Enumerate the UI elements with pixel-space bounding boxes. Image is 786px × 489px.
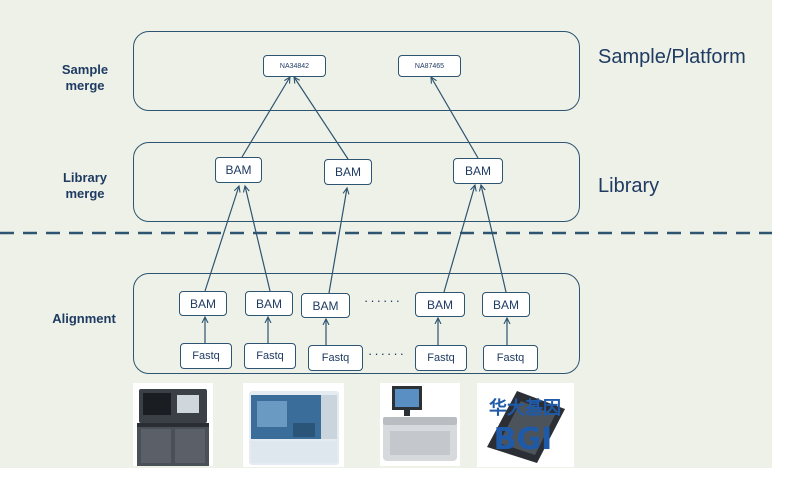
aligned-bam-node: BAM — [245, 291, 293, 316]
arrow-lib3-sample2 — [431, 77, 479, 159]
sample-merge-label: Sample merge — [61, 62, 109, 93]
library-bam-node: BAM — [453, 158, 503, 184]
arrow-bam1-lib1 — [204, 186, 239, 292]
library-merge-group — [133, 142, 580, 222]
svg-text:华大基因: 华大基因 — [489, 397, 561, 419]
arrow-lib2-sample1 — [294, 77, 349, 160]
aligned-bam-node: BAM — [482, 292, 530, 317]
sample-node-na87465: NA87465 — [398, 55, 461, 77]
arrow-lib1-sample1 — [241, 77, 290, 158]
fastq-node: Fastq — [180, 343, 232, 369]
library-merge-label: Library merge — [62, 170, 108, 201]
svg-text:BGI: BGI — [494, 422, 553, 457]
library-bam-node: BAM — [324, 159, 372, 185]
alignment-group — [133, 273, 580, 374]
fastq-node: Fastq — [415, 345, 467, 371]
arrow-bam2-lib1 — [245, 186, 271, 292]
aligned-bam-node: BAM — [179, 291, 227, 316]
fastq-node: Fastq — [483, 345, 538, 371]
arrow-bam3-lib2 — [328, 188, 347, 294]
fastq-node: Fastq — [244, 343, 296, 369]
arrow-bam5-lib3 — [481, 185, 507, 293]
library-label: Library — [598, 175, 660, 197]
aligned-bam-node: BAM — [301, 293, 350, 318]
sample-platform-label: Sample/Platform — [598, 46, 746, 68]
alignment-label: Alignment — [52, 311, 116, 326]
sample-node-na34842: NA34842 — [263, 55, 326, 77]
bam-ellipsis: ······ — [364, 293, 402, 308]
bgi-logo-image: 华大基因 BGI — [477, 383, 574, 467]
library-bam-node: BAM — [215, 157, 262, 183]
fastq-node: Fastq — [308, 345, 363, 371]
sample-merge-group — [133, 31, 580, 111]
fastq-ellipsis: ······ — [368, 346, 406, 361]
sequencer-image-2 — [243, 383, 344, 467]
aligned-bam-node: BAM — [415, 292, 465, 317]
sequencer-image-1 — [133, 383, 213, 466]
arrow-bam4-lib3 — [443, 185, 475, 293]
sequencer-image-3 — [380, 383, 460, 466]
